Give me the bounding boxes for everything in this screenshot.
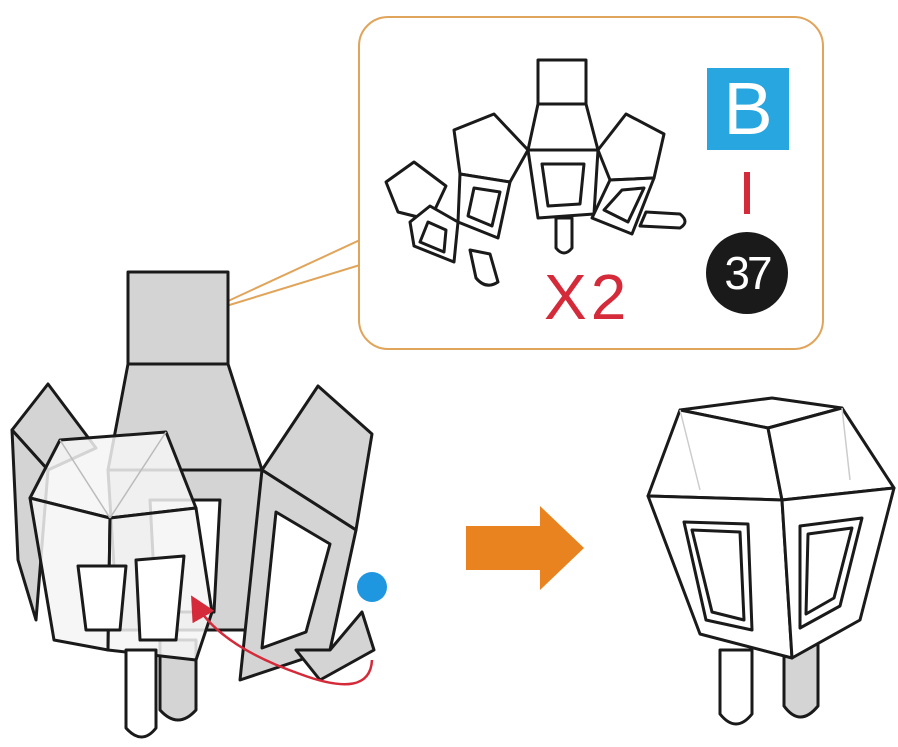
folding-part: [28, 430, 214, 739]
badge-connector: [744, 172, 750, 214]
finished-part: [646, 396, 896, 726]
glue-dot-icon: [357, 572, 387, 602]
quantity-label: X2: [544, 261, 631, 333]
sheet-label-badge: B: [707, 68, 789, 150]
part-number-badge: 37: [706, 232, 788, 314]
right-arrow-icon: [466, 506, 584, 590]
fold-arrow-icon: [191, 595, 374, 686]
